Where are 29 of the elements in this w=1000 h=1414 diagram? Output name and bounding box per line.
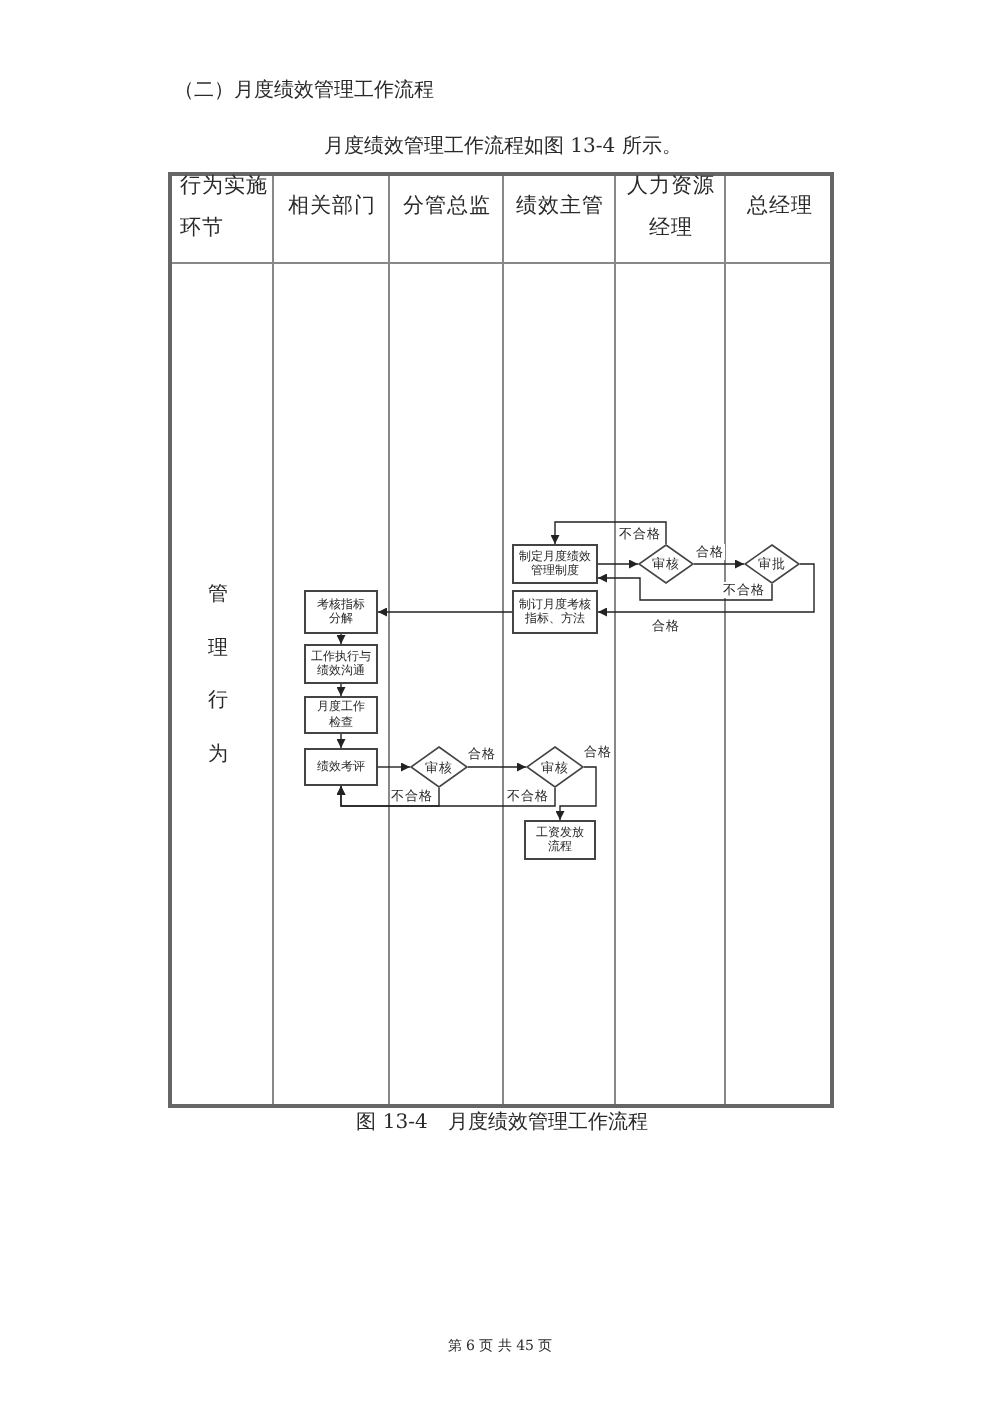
arrow <box>597 573 773 601</box>
column-header: 相关部门 <box>288 192 376 222</box>
swimlane-column <box>726 172 834 1108</box>
arrow <box>336 733 346 749</box>
swimlane-column <box>168 172 274 1108</box>
column-header: 人力资源经理 <box>625 171 717 243</box>
arrow <box>377 607 513 617</box>
arrow <box>336 785 556 807</box>
column-header: 总经理 <box>747 192 813 222</box>
arrow <box>550 521 667 545</box>
arrow <box>336 683 346 697</box>
swimlane-column <box>616 172 726 1108</box>
column-header: 行为实施环节 <box>180 171 268 243</box>
column-header: 分管总监 <box>403 192 491 222</box>
swimlane-column <box>390 172 504 1108</box>
arrow <box>597 559 639 569</box>
row-label: 管理行为 <box>207 582 229 769</box>
arrow <box>597 563 815 617</box>
arrow <box>467 762 527 772</box>
arrow <box>555 766 597 821</box>
swimlane-column <box>274 172 390 1108</box>
intro-sentence: 月度绩效管理工作流程如图 13-4 所示。 <box>324 136 682 160</box>
arrow <box>693 559 745 569</box>
arrow <box>336 633 346 645</box>
figure-caption: 图 13-4 月度绩效管理工作流程 <box>356 1112 648 1136</box>
swimlane-column <box>504 172 616 1108</box>
arrow <box>377 762 411 772</box>
column-header: 绩效主管 <box>516 192 604 222</box>
section-heading: （二）月度绩效管理工作流程 <box>174 80 434 104</box>
